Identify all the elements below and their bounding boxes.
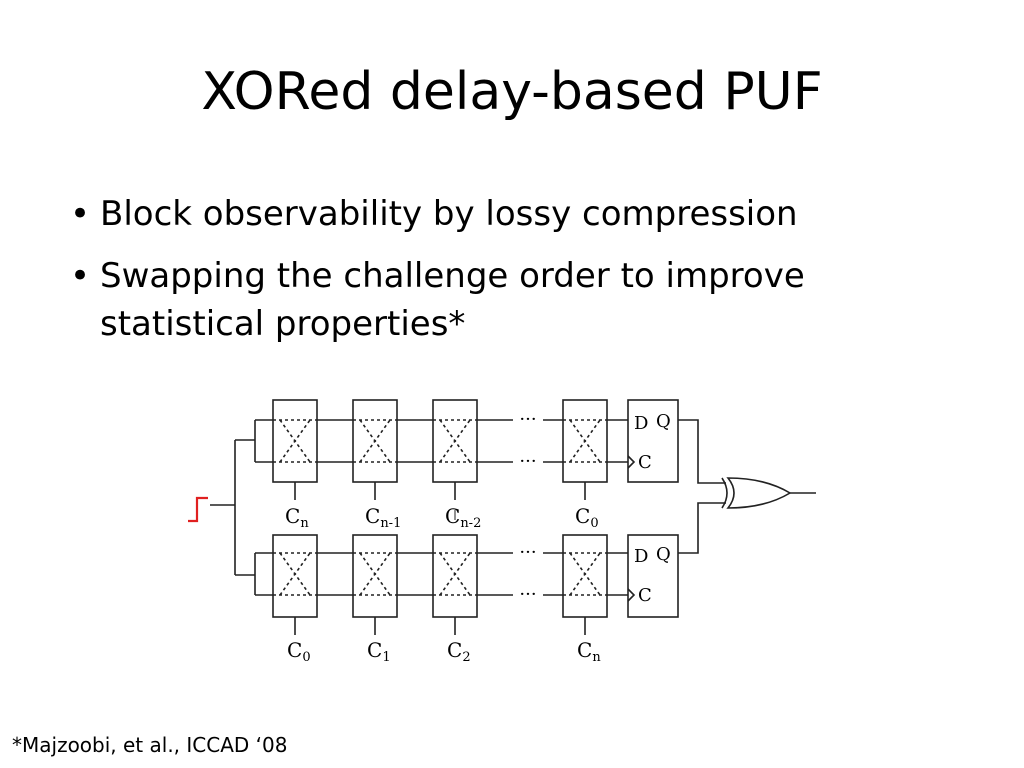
challenge-label: Cn-1 <box>365 504 401 531</box>
bottom-switch-crossings <box>273 552 607 596</box>
challenge-label: C0 <box>287 638 311 665</box>
ellipsis: ··· <box>519 409 536 430</box>
ellipsis: ··· <box>519 451 536 472</box>
ellipsis: ··· <box>519 584 536 605</box>
bullet-dot-icon: • <box>70 194 91 234</box>
bottom-switch-chain <box>255 510 679 635</box>
challenge-label: C2 <box>447 638 471 665</box>
step-input-signal <box>188 496 208 523</box>
bullet-text: Swapping the challenge order to improve … <box>100 256 805 344</box>
flipflop-q-label: Q <box>656 411 671 432</box>
challenge-label: Cn-2 <box>445 504 481 531</box>
flipflop-c-label: C <box>638 585 652 606</box>
challenge-label: Cn <box>577 638 601 665</box>
flipflop-c-label: C <box>638 452 652 473</box>
top-switch-crossings <box>273 419 607 463</box>
bullet-list: • Block observability by lossy compressi… <box>70 190 970 362</box>
citation-footnote: *Majzoobi, et al., ICCAD ‘08 <box>12 733 288 757</box>
bullet-dot-icon: • <box>70 256 91 296</box>
bullet-item: • Block observability by lossy compressi… <box>70 190 970 238</box>
xor-gate-icon <box>726 477 792 509</box>
top-entry-wire <box>235 420 256 462</box>
flipflop-d-label: D <box>634 546 648 567</box>
ellipsis: ··· <box>519 542 536 563</box>
flipflop-q-label: Q <box>656 544 671 565</box>
bottom-entry-wire <box>235 553 256 595</box>
bullet-item: • Swapping the challenge order to improv… <box>70 252 970 348</box>
challenge-label: Cn <box>285 504 309 531</box>
challenge-label: C1 <box>367 638 391 665</box>
top-switch-chain <box>255 399 679 500</box>
top-arbiter-output-wire <box>678 419 726 484</box>
xor-puf-diagram: ··· ··· ··· ··· D Q C D Q C Cn Cn-1 Cn-2… <box>188 399 816 665</box>
xor-input-curve <box>721 477 728 509</box>
bottom-arbiter-output-wire <box>678 502 726 554</box>
slide-title: XORed delay-based PUF <box>201 62 823 122</box>
flipflop-d-label: D <box>634 413 648 434</box>
challenge-label: C0 <box>575 504 599 531</box>
bullet-text: Block observability by lossy compression <box>100 194 798 234</box>
